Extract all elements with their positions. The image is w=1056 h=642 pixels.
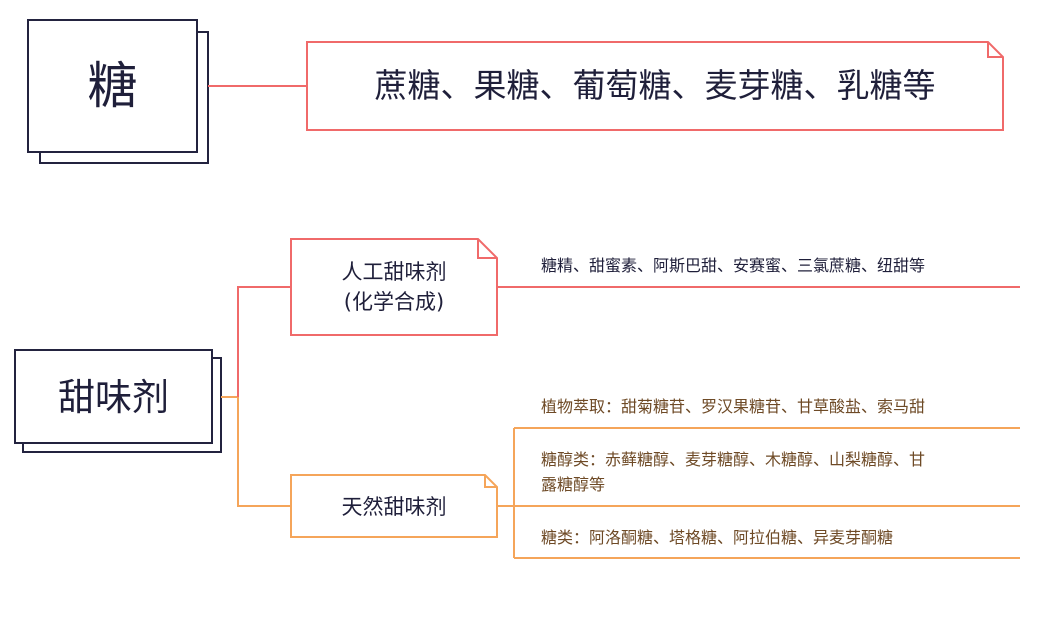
natural-item-sugar-alcohols-cont: 露糖醇等 [541,475,606,494]
natural-label: 天然甜味剂 [341,495,447,519]
natural-item-sugar-alcohols: 糖醇类：赤藓糖醇、麦芽糖醇、木糖醇、山梨糖醇、甘 [541,450,926,469]
artificial-branch [237,286,291,397]
sugar-examples-box [306,41,1004,131]
artificial-box [290,238,498,336]
artificial-label-line2: (化学合成) [343,290,445,314]
natural-box [290,474,498,538]
natural-item-sugars: 糖类：阿洛酮糖、塔格糖、阿拉伯糖、异麦芽酮糖 [541,528,894,547]
sweetener-box [14,349,213,444]
sugar-title: 糖 [87,57,138,115]
artificial-examples: 糖精、甜蜜素、阿斯巴甜、安赛蜜、三氯蔗糖、纽甜等 [541,256,926,275]
sugar-box [27,19,198,153]
natural-item-plant-extract: 植物萃取：甜菊糖苷、罗汉果糖苷、甘草酸盐、索马甜 [541,397,926,416]
artificial-label-line1: 人工甜味剂 [341,260,447,284]
sweetener-title: 甜味剂 [58,376,169,419]
sugar-examples: 蔗糖、果糖、葡萄糖、麦芽糖、乳糖等 [374,66,936,105]
natural-branch [237,397,291,507]
